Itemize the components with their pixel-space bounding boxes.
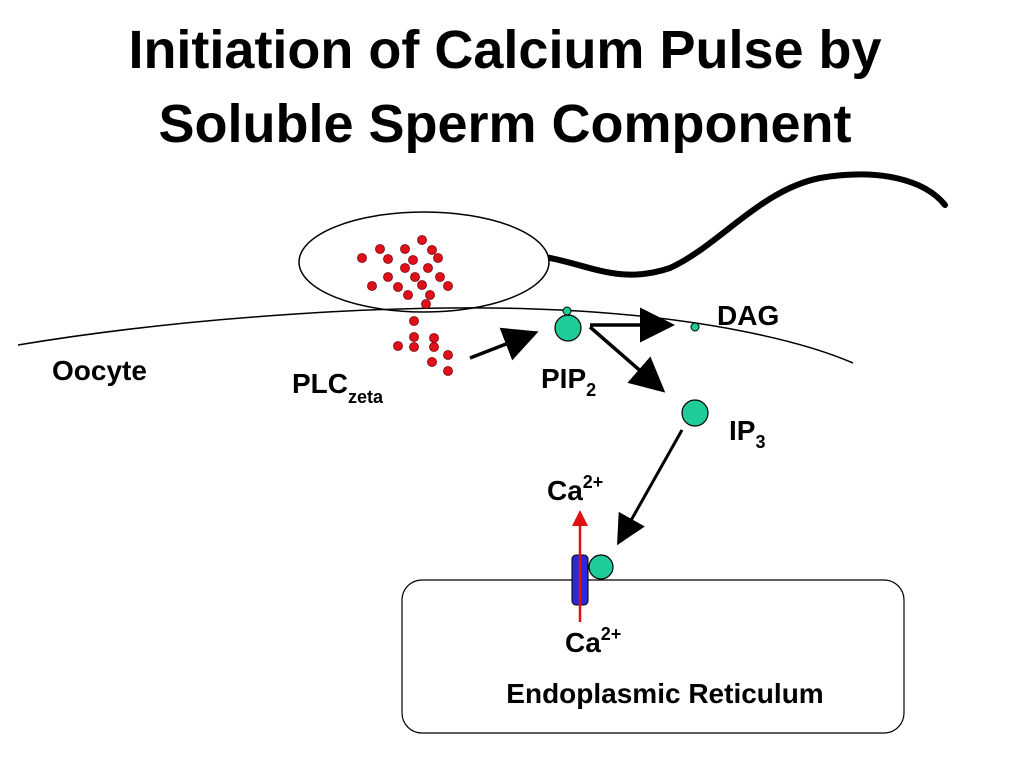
arrow-ip3-to-channel xyxy=(617,429,684,546)
plc-zeta-dot xyxy=(403,290,413,300)
plc-zeta-dot xyxy=(367,281,377,291)
plc-zeta-dot xyxy=(400,244,410,254)
plc-zeta-dot xyxy=(443,350,453,360)
plc-zeta-dot xyxy=(427,245,437,255)
ip3-bound-molecule xyxy=(588,554,614,580)
plc-zeta-dot xyxy=(410,272,420,282)
plc-zeta-dot xyxy=(409,332,419,342)
title-line-2: Soluble Sperm Component xyxy=(158,94,851,154)
label-ca-top-base: Ca xyxy=(547,475,583,506)
sperm-head xyxy=(298,211,550,313)
plc-zeta-dot xyxy=(409,342,419,352)
plc-zeta-dot xyxy=(443,366,453,376)
plc-zeta-dot xyxy=(393,341,403,351)
endoplasmic-reticulum xyxy=(401,579,905,734)
plc-zeta-dot xyxy=(443,281,453,291)
label-plc-base: PLC xyxy=(292,368,348,399)
label-oocyte: Oocyte xyxy=(52,355,147,386)
oocyte-membrane xyxy=(17,307,854,364)
plc-zeta-dot xyxy=(357,253,367,263)
label-ip-sub: 3 xyxy=(755,432,765,452)
plc-zeta-dot xyxy=(423,263,433,273)
plc-zeta-dot xyxy=(433,253,443,263)
label-ca-bottom-sup: 2+ xyxy=(601,624,622,644)
plc-zeta-dot xyxy=(408,255,418,265)
plc-zeta-dot xyxy=(435,272,445,282)
label-dag: DAG xyxy=(717,300,779,331)
arrow-pip2-to-ip3 xyxy=(588,325,666,393)
pip2-head-small xyxy=(562,306,572,316)
label-ip-base: IP xyxy=(729,415,755,446)
plc-zeta-dot xyxy=(375,244,385,254)
plc-zeta-dot xyxy=(429,342,439,352)
plc-zeta-dot xyxy=(383,254,393,264)
pip2-molecule xyxy=(554,314,582,342)
label-ca-bottom-base: Ca xyxy=(565,627,601,658)
label-ca-top-sup: 2+ xyxy=(583,472,604,492)
plc-zeta-dot xyxy=(383,272,393,282)
label-pip2: PIP2 xyxy=(541,363,596,400)
plc-zeta-dot xyxy=(409,316,419,326)
calcium-release-arrowhead xyxy=(572,510,588,526)
plc-zeta-dot xyxy=(393,282,403,292)
label-ip3: IP3 xyxy=(729,415,765,452)
plc-zeta-dot xyxy=(427,357,437,367)
sperm-tail xyxy=(542,171,948,278)
plc-zeta-dot xyxy=(400,263,410,273)
plc-zeta-dot xyxy=(425,290,435,300)
title-line-1: Initiation of Calcium Pulse by xyxy=(128,20,881,80)
label-ca-stored: Ca2+ xyxy=(565,624,621,658)
label-ca-released: Ca2+ xyxy=(547,472,603,506)
dag-molecule xyxy=(690,322,700,332)
label-er: Endoplasmic Reticulum xyxy=(506,678,823,709)
plc-zeta-dots xyxy=(357,235,453,376)
plc-zeta-dot xyxy=(417,235,427,245)
ip3-molecule xyxy=(681,399,709,427)
plc-zeta-dot xyxy=(421,299,431,309)
arrow-plc-to-pip2 xyxy=(469,327,539,361)
label-pip-sub: 2 xyxy=(586,380,596,400)
plc-zeta-dot xyxy=(417,280,427,290)
plc-zeta-dot xyxy=(429,333,439,343)
label-plc-zeta: PLCzeta xyxy=(292,368,384,407)
label-pip-base: PIP xyxy=(541,363,586,394)
label-plc-sub: zeta xyxy=(348,387,384,407)
